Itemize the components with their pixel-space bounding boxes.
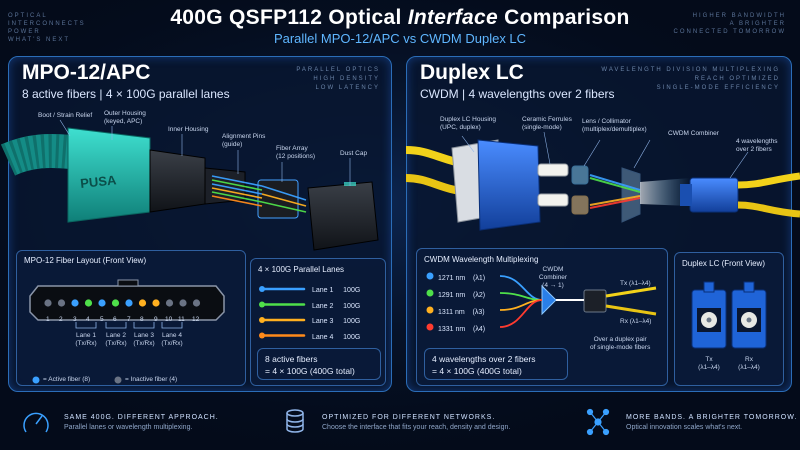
lane-dot	[259, 301, 265, 308]
mpo-layout-title: MPO-12 Fiber Layout (Front View)	[24, 256, 147, 265]
callout-lc-housing: Duplex LC Housing(UPC, duplex)	[440, 116, 497, 131]
wavelength-row: 1271 nm (λ1)	[438, 275, 486, 282]
footer-item-2: OPTIMIZED FOR DIFFERENT NETWORKS.Choose …	[322, 414, 511, 431]
mpo-title: MPO-12/APC	[22, 61, 151, 84]
lane-row: Lane 3 100G	[312, 318, 361, 325]
lane-row: Lane 2 100G	[312, 302, 361, 310]
network-icon	[586, 408, 610, 436]
footer-item-1: SAME 400G. DIFFERENT APPROACH.Parallel l…	[64, 414, 219, 431]
fiber-position-dot	[57, 299, 66, 307]
parallel-summary-box	[257, 348, 381, 380]
lane-2-label: Lane 2(Tx/Rx)	[105, 332, 127, 347]
callout-inner-housing: Inner Housing	[168, 126, 209, 133]
wavelength-dot	[426, 323, 434, 331]
legend-inactive: = Inactive fiber (4)	[125, 376, 178, 383]
parallel-lanes-list: Lane 1 100G Lane 2 100G Lane 3 100G Lane…	[312, 283, 360, 345]
lc-title: Duplex LC	[420, 61, 524, 84]
mpo-subtitle: 8 active fibers | 4 × 100G parallel lane…	[22, 87, 230, 101]
wavelength-row: 1291 nm (λ2)	[438, 292, 486, 299]
callout-cwdm-combiner: CWDM Combiner	[668, 130, 719, 137]
brand-label: PUSA	[79, 172, 117, 191]
fiber-position-dot	[84, 299, 93, 307]
fiber-position-dot	[125, 299, 133, 307]
fiber-position-dot	[98, 299, 106, 307]
wavelength-row: 1331 nm (λ4)	[438, 326, 486, 333]
lc-subtitle: CWDM | 4 wavelengths over 2 fibers	[420, 87, 615, 101]
wavelength-list: 1271 nm (λ1) 1291 nm (λ2) 1311 nm (λ3) 1…	[438, 270, 485, 338]
cwdm-title: CWDM Wavelength Multiplexing	[424, 255, 539, 264]
parallel-lanes-title: 4 × 100G Parallel Lanes	[258, 265, 345, 274]
lc-front-tx: Tx(λ1–λ4)	[698, 356, 720, 371]
callout-fiber-array: Fiber Array(12 positions)	[276, 145, 316, 160]
fiber-position-dot	[192, 299, 201, 307]
legend-active: = Active fiber (8)	[43, 376, 91, 383]
lane-4-label: Lane 4(Tx/Rx)	[161, 332, 183, 347]
fiber-position-dot	[71, 299, 79, 307]
callout-boot: Boot / Strain Relief	[38, 112, 93, 119]
callout-alignment-pins: Alignment Pins(guide)	[222, 133, 266, 148]
database-icon	[286, 409, 304, 433]
speedometer-icon	[23, 412, 49, 433]
callout-ceramic-ferrules: Ceramic Ferrules(single-mode)	[522, 116, 572, 131]
callout-lens-collimator: Lens / Collimator(multiplex/demultiplex)	[582, 118, 647, 133]
fiber-position-dot	[179, 299, 187, 307]
fiber-position-dot	[111, 299, 120, 307]
parallel-summary: 8 active fibers= 4 × 100G (400G total)	[265, 354, 355, 376]
fiber-position-dot	[165, 299, 174, 307]
lane-1-label: Lane 1(Tx/Rx)	[75, 332, 97, 347]
cwdm-rx-label: Rx (λ1–λ4)	[620, 318, 652, 325]
cwdm-summary: 4 wavelengths over 2 fibers= 4 × 100G (4…	[432, 354, 536, 376]
callout-dust-cap: Dust Cap	[340, 150, 368, 157]
footer-item-3: MORE BANDS. A BRIGHTER TOMORROW.Optical …	[626, 414, 798, 431]
wavelength-dot	[426, 272, 434, 280]
lane-3-label: Lane 3(Tx/Rx)	[133, 332, 155, 347]
fiber-position-dot	[138, 299, 147, 307]
callout-outer-housing: Outer Housing(keyed, APC)	[104, 110, 146, 125]
wavelength-path	[499, 299, 543, 328]
wavelength-dot	[426, 306, 434, 314]
lane-row: Lane 1 100G	[312, 287, 361, 294]
fiber-position-dot	[44, 299, 52, 307]
lc-front-rx: Rx(λ1–λ4)	[738, 356, 760, 371]
lane-row: Lane 4 100G	[312, 333, 361, 341]
lane-dot	[259, 317, 265, 323]
lane-dot	[259, 286, 265, 292]
wavelength-row: 1311 nm (λ3)	[438, 309, 485, 316]
lane-dot	[259, 332, 265, 339]
cwdm-tx-label: Tx (λ1–λ4)	[620, 280, 651, 287]
fiber-position-dot	[152, 299, 160, 307]
wavelength-dot	[426, 289, 434, 297]
page-title: 400G QSFP112 Optical Interface Compariso…	[170, 6, 630, 29]
page-subtitle: Parallel MPO-12/APC vs CWDM Duplex LC	[273, 31, 527, 46]
lc-front-title: Duplex LC (Front View)	[682, 259, 765, 268]
cwdm-summary-box	[424, 348, 568, 380]
